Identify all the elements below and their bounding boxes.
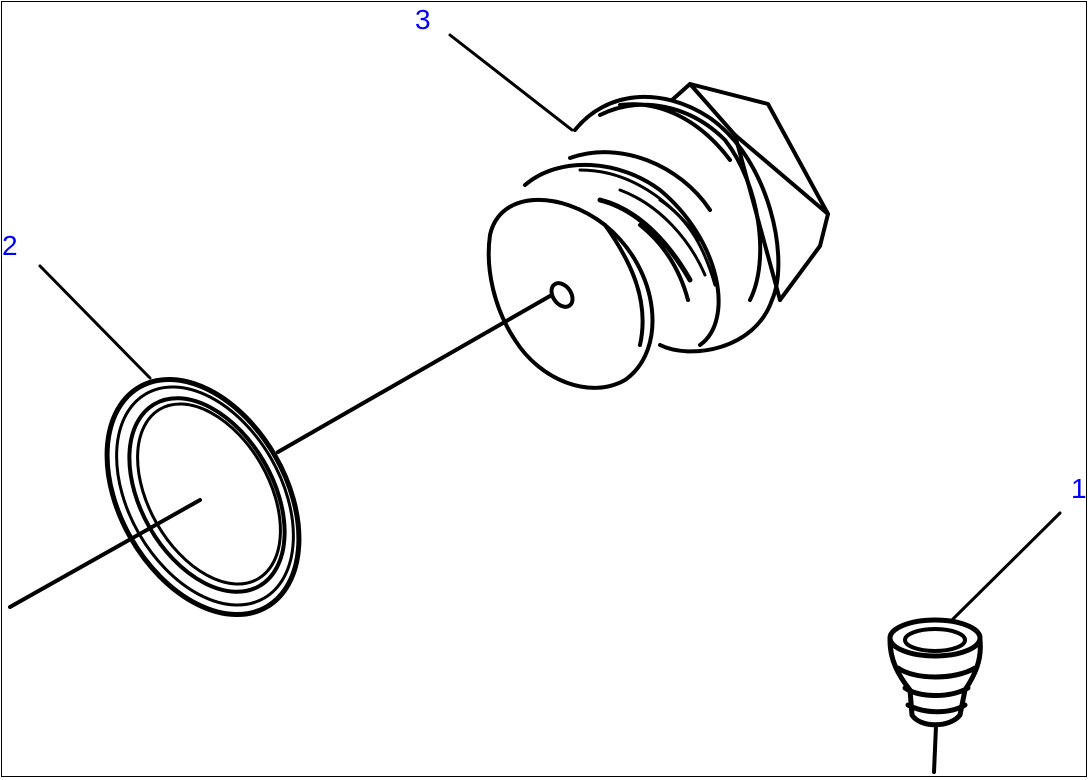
leader-line-2 (38, 264, 152, 380)
leader-lines (38, 33, 1062, 622)
o-ring-part (104, 376, 302, 618)
leader-line-1 (950, 511, 1062, 622)
fitting-part (887, 617, 983, 774)
leader-line-3 (448, 33, 574, 132)
callout-2: 2 (2, 230, 18, 261)
plug-part (486, 82, 830, 390)
callout-1: 1 (1071, 473, 1087, 504)
callout-3: 3 (415, 4, 431, 35)
